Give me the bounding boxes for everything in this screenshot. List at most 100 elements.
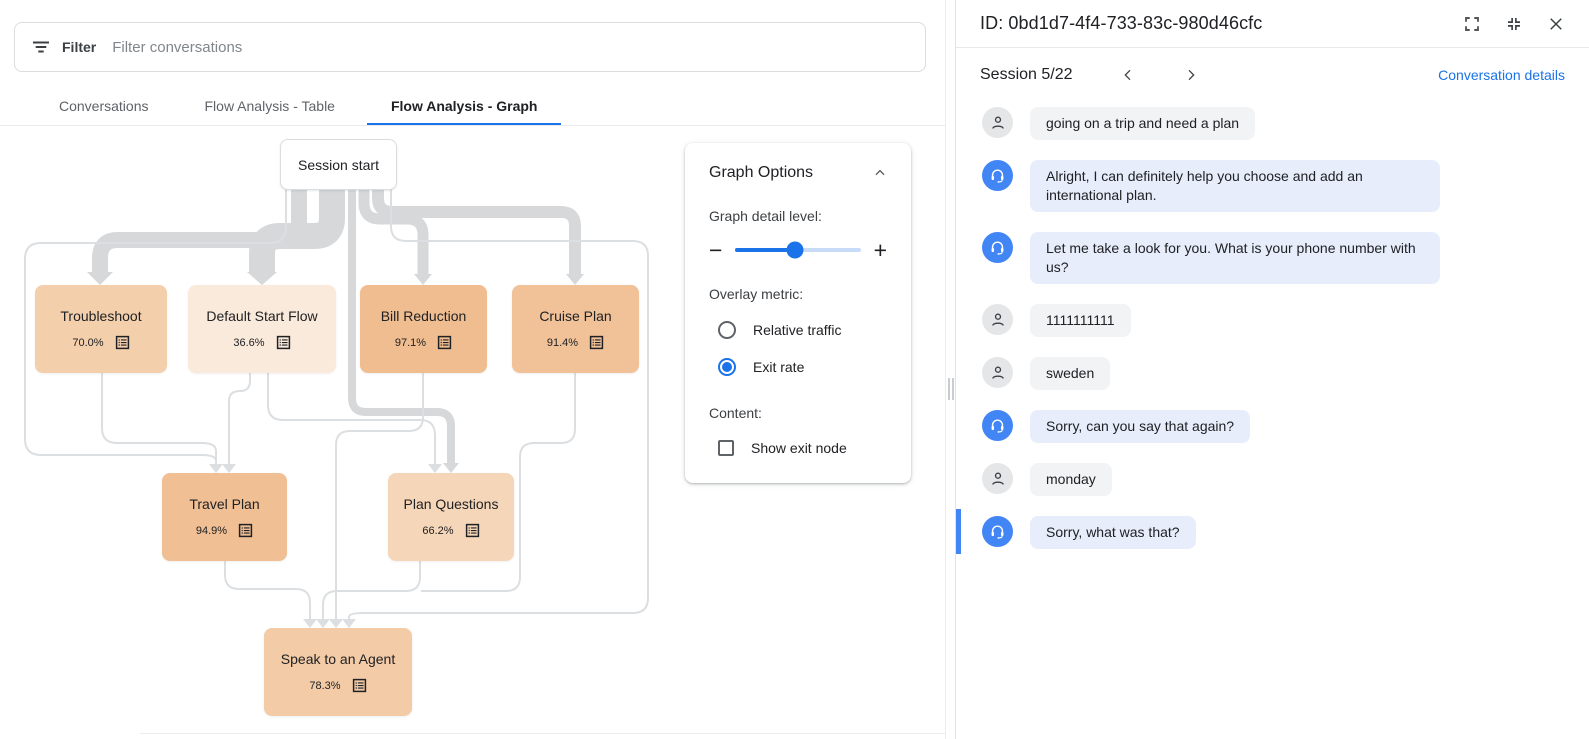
flow-edge-arrowhead (209, 464, 223, 473)
detail-header: ID: 0bd1d7-4f4-733-83c-980d46cfc (956, 0, 1589, 48)
node-exit-rate: 78.3% (309, 679, 341, 692)
flow-edge-arrowhead (303, 619, 317, 628)
message-row-user[interactable]: sweden (982, 357, 1565, 390)
agent-avatar (982, 516, 1013, 547)
tab-flow-analysis-graph[interactable]: Flow Analysis - Graph (366, 88, 562, 126)
node-details-list-icon[interactable] (352, 678, 367, 693)
message-row-bot[interactable]: Alright, I can definitely help you choos… (982, 160, 1565, 212)
flow-node-troubleshoot[interactable]: Troubleshoot 70.0% (35, 285, 167, 373)
radio-unchecked-icon[interactable] (718, 321, 736, 339)
message-row-user[interactable]: 1111111111 (982, 304, 1565, 337)
node-details-list-icon[interactable] (465, 523, 480, 538)
graph-options-title: Graph Options (709, 164, 814, 181)
node-details-list-icon[interactable] (238, 523, 253, 538)
session-nav-row: Session 5/22 Conversation details (956, 48, 1589, 102)
user-avatar (982, 357, 1013, 388)
node-details-list-icon[interactable] (276, 335, 291, 350)
headset-icon (991, 169, 1004, 183)
message-bubble: Sorry, can you say that again? (1030, 410, 1251, 443)
overlay-metric-label: Overlay metric: (709, 286, 804, 302)
tab-flow-analysis-table[interactable]: Flow Analysis - Table (204, 98, 335, 114)
flow-edge-session-start-to-cruise-plan (372, 188, 581, 275)
headset-icon (991, 241, 1004, 255)
message-row-bot-selected[interactable]: Sorry, what was that? (956, 509, 1565, 554)
flow-edge-arrowhead (428, 464, 442, 473)
next-session-button chevron-right-icon[interactable] (1183, 67, 1199, 83)
checkbox-show-exit-node[interactable]: Show exit node (718, 440, 887, 456)
filter-conversations-input[interactable]: Filter Filter conversations (14, 22, 926, 72)
node-label: Session start (298, 156, 379, 173)
previous-session-button chevron-left-icon[interactable] (1120, 67, 1136, 83)
content-label: Content: (709, 405, 762, 421)
message-row-bot[interactable]: Let me take a look for you. What is your… (982, 232, 1565, 284)
conversation-details-link[interactable]: Conversation details (1438, 67, 1565, 83)
message-row-user[interactable]: going on a trip and need a plan (982, 107, 1565, 140)
flow-edge-arrowhead (443, 463, 459, 473)
radio-relative-traffic[interactable]: Relative traffic (718, 321, 887, 339)
flow-edge-arrowhead (316, 619, 330, 628)
horizontal-scroll-track[interactable] (140, 733, 945, 734)
node-details-list-icon[interactable] (437, 335, 452, 350)
filter-placeholder: Filter conversations (112, 38, 243, 56)
node-exit-rate: 97.1% (394, 336, 427, 349)
node-details-list-icon[interactable] (589, 335, 604, 350)
tab-conversations[interactable]: Conversations (59, 98, 149, 114)
agent-avatar (982, 160, 1013, 191)
user-avatar (982, 463, 1013, 494)
flow-edge-arrowhead (342, 619, 356, 628)
node-label: Troubleshoot (60, 308, 142, 324)
node-exit-rate: 36.6% (233, 336, 265, 349)
message-bubble: going on a trip and need a plan (1030, 107, 1256, 140)
node-exit-rate: 91.4% (546, 336, 579, 349)
message-row-user[interactable]: monday (982, 463, 1565, 496)
agent-avatar (982, 410, 1013, 441)
collapse-chevron-up-icon[interactable] (873, 166, 887, 180)
flow-edge-arrowhead (247, 272, 277, 285)
close-icon[interactable] (1547, 15, 1565, 33)
node-label: Travel Plan (189, 496, 260, 512)
flow-edge-session-start-to-bill-reduction (358, 188, 429, 275)
node-exit-rate: 66.2% (422, 524, 454, 537)
tab-bar-divider (0, 125, 945, 126)
person-icon (991, 472, 1004, 485)
flow-edge-session-start-to-troubleshoot (92, 188, 307, 273)
user-avatar (982, 304, 1013, 335)
message-bubble: sweden (1030, 357, 1111, 390)
conversation-id-title: ID: 0bd1d7-4f4-733-83c-980d46cfc (980, 13, 1263, 33)
slider-track[interactable] (735, 241, 861, 259)
graph-detail-level-label: Graph detail level: (709, 208, 822, 224)
node-exit-rate: 70.0% (72, 336, 104, 349)
filter-icon (32, 38, 50, 56)
radio-checked-icon[interactable] (718, 358, 736, 376)
exit-fullscreen-icon[interactable] (1505, 15, 1523, 33)
flow-edge-default-start-flow-to-travel-plan (228, 373, 251, 464)
node-label: Bill Reduction (380, 308, 467, 324)
flow-node-bill-reduction[interactable]: Bill Reduction 97.1% (360, 285, 487, 373)
filter-label: Filter (62, 39, 97, 55)
flow-edge-troubleshoot-to-travel-plan (101, 373, 217, 462)
radio-exit-rate[interactable]: Exit rate (718, 358, 887, 376)
flow-node-plan-questions[interactable]: Plan Questions 66.2% (388, 473, 514, 561)
checkbox-unchecked-icon[interactable] (718, 440, 734, 456)
flow-edge-travel-plan-to-speak-to-an-agent (224, 561, 311, 619)
message-bubble: monday (1030, 463, 1112, 496)
fullscreen-icon[interactable] (1463, 15, 1481, 33)
graph-options-panel: Graph Options Graph detail level: − + Ov… (685, 143, 911, 483)
slider-decrease-button[interactable]: − (709, 237, 723, 263)
user-avatar (982, 107, 1013, 138)
slider-thumb[interactable] (786, 241, 804, 259)
node-label: Plan Questions (403, 496, 499, 512)
node-details-list-icon[interactable] (115, 335, 130, 350)
flow-node-session-start[interactable]: Session start (280, 139, 397, 190)
tab-bar: Conversations Flow Analysis - Table Flow A… (35, 88, 569, 126)
graph-detail-slider: − + (709, 237, 887, 263)
message-row-bot[interactable]: Sorry, can you say that again? (982, 410, 1565, 443)
slider-increase-button[interactable]: + (873, 237, 887, 263)
agent-avatar (982, 232, 1013, 263)
message-bubble: Sorry, what was that? (1030, 516, 1196, 549)
panel-resize-handle[interactable] (945, 0, 955, 739)
